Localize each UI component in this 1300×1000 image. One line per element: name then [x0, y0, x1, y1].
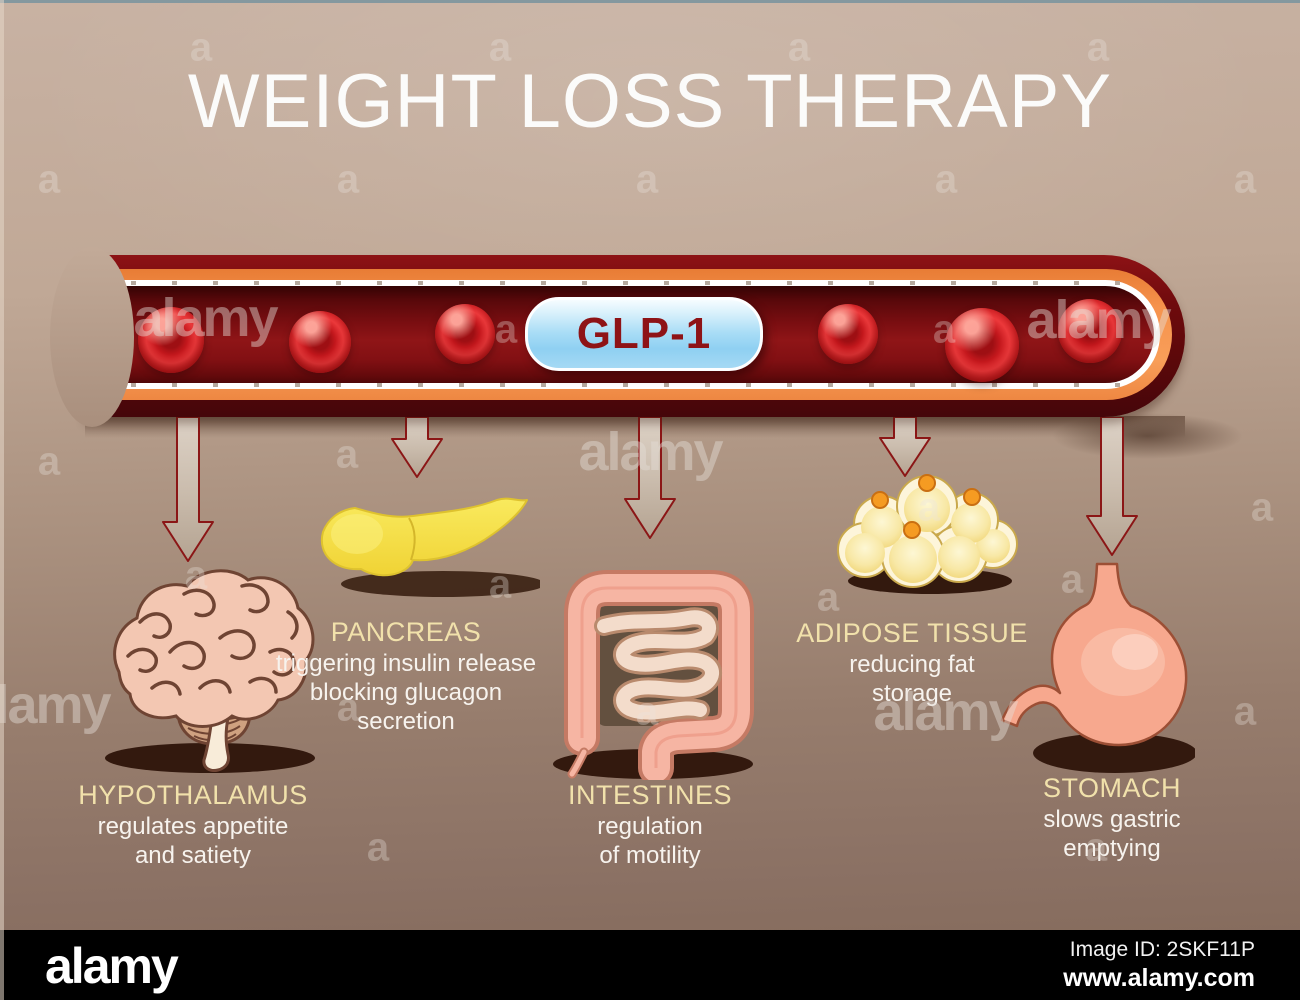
organ-description-line: reducing fat — [849, 651, 975, 678]
image-left-border — [0, 0, 4, 1000]
organ-label-stomach: STOMACH slows gastric emptying — [952, 772, 1272, 863]
red-blood-cell-icon — [945, 308, 1019, 382]
red-blood-cell-icon — [289, 311, 351, 373]
red-blood-cell-icon — [1058, 299, 1122, 363]
red-blood-cell-icon — [138, 307, 204, 373]
watermark-tile: a — [336, 157, 360, 202]
down-arrow-icon — [1086, 417, 1138, 556]
watermark-tile: a — [1250, 485, 1274, 530]
alamy-logo: alamy — [45, 938, 179, 994]
watermark-tile: a — [1233, 157, 1257, 202]
glp1-label: GLP-1 — [576, 309, 712, 358]
down-arrow-icon — [624, 417, 676, 539]
footer-bar: alamy Image ID: 2SKF11P www.alamy.com — [0, 930, 1300, 1000]
organ-description-line: storage — [871, 680, 953, 707]
organ-description-line: regulates appetite — [97, 813, 289, 840]
organ-name: PANCREAS — [330, 617, 482, 647]
stomach-icon — [1000, 562, 1195, 773]
image-top-border — [0, 0, 1300, 3]
organ-label-pancreas: PANCREAS triggering insulin release bloc… — [246, 616, 566, 736]
down-arrow-icon — [162, 417, 214, 562]
vessel-cut-end — [50, 247, 134, 427]
adipose-tissue-icon — [837, 474, 1018, 594]
organ-label-intestines: INTESTINES regulation of motility — [490, 779, 810, 870]
red-blood-cell-icon — [818, 304, 878, 364]
red-blood-cell-icon — [435, 304, 495, 364]
watermark-tile: a — [934, 157, 958, 202]
organ-name: INTESTINES — [567, 780, 733, 810]
intestines-icon — [553, 570, 754, 780]
glp1-capsule-icon: GLP-1 — [525, 297, 763, 371]
endothelium-cell-marks — [95, 383, 1125, 387]
watermark-tile: a — [366, 825, 390, 870]
alamy-url: www.alamy.com — [1063, 964, 1255, 992]
organ-description-line: regulation — [597, 813, 703, 840]
pancreas-icon — [320, 497, 540, 597]
organ-name: HYPOTHALAMUS — [78, 780, 308, 810]
organ-description-line: slows gastric — [1043, 806, 1181, 833]
blood-vessel-illustration: GLP-1 — [85, 255, 1185, 417]
down-arrow-icon — [391, 417, 443, 478]
organ-description-line: blocking glucagon — [309, 679, 503, 706]
organ-label-adipose-tissue: ADIPOSE TISSUE reducing fat storage — [752, 617, 1072, 708]
down-arrow-icon — [879, 417, 931, 477]
watermark-tile: a — [1233, 689, 1257, 734]
organ-description-line: emptying — [1063, 835, 1161, 862]
endothelium-cell-marks — [95, 281, 1125, 285]
organ-name: ADIPOSE TISSUE — [796, 618, 1028, 648]
image-id: Image ID: 2SKF11P — [1069, 938, 1255, 961]
organ-label-hypothalamus: HYPOTHALAMUS regulates appetite and sati… — [33, 779, 353, 870]
watermark-tile: a — [37, 157, 61, 202]
organ-description-line: secretion — [357, 708, 455, 735]
watermark-tile: a — [37, 439, 61, 484]
organ-description-line: of motility — [599, 842, 701, 869]
page-title: WEIGHT LOSS THERAPY — [187, 59, 1113, 144]
brain-icon — [105, 569, 315, 773]
watermark-tile: a — [635, 157, 659, 202]
organ-name: STOMACH — [1042, 773, 1181, 803]
organ-description-line: and satiety — [134, 842, 252, 869]
organ-description-line: triggering insulin release — [275, 650, 537, 677]
